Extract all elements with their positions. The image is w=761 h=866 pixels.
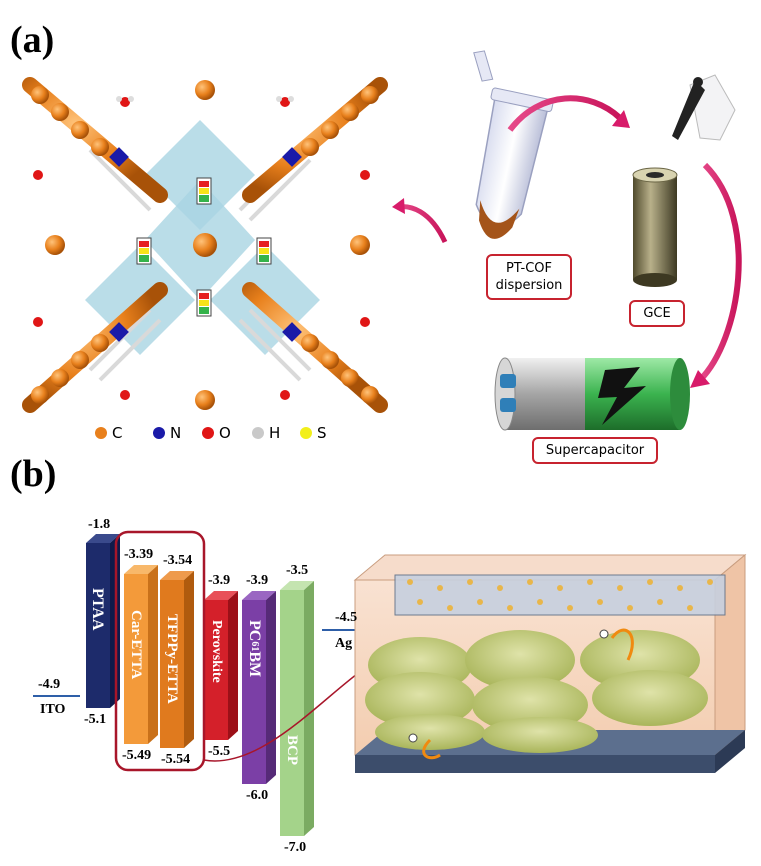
perovskite-label: Perovskite [209, 620, 224, 683]
panel-b-graphic [33, 530, 747, 836]
tube-graphic [473, 50, 554, 239]
bar-tfppy-etta [160, 571, 194, 748]
ito-label: ITO [40, 702, 66, 717]
tfppy-etta-label: TFPPy-ETTA [164, 614, 180, 704]
legend-label-c: C [112, 424, 123, 442]
legend-dot-s [300, 427, 312, 439]
supercapacitor-graphic [494, 357, 690, 431]
pc61bm-top-value: -3.9 [246, 573, 269, 588]
bcp-label: BCP [284, 735, 300, 765]
arrow-gce-to-supercap [697, 162, 742, 383]
car-etta-top-value: -3.39 [124, 547, 154, 562]
legend-dot-h [252, 427, 264, 439]
gce-label: GCE [629, 300, 685, 327]
car-etta-bottom-value: -5.49 [122, 748, 152, 763]
panel-a-label: (a) [10, 19, 55, 61]
legend-dot-c [95, 427, 107, 439]
ptaa-label: PTAA [89, 588, 106, 631]
legend-label-s: S [317, 424, 327, 442]
ptaa-bottom-value: -5.1 [84, 712, 107, 727]
pipette-hand-graphic [672, 74, 736, 141]
cof-framework-graphic [22, 67, 388, 418]
legend-label-o: O [219, 424, 231, 442]
tfppy-etta-top-value: -3.54 [163, 553, 193, 568]
panel-a-graphic [22, 50, 742, 439]
bar-pc61bm [242, 591, 276, 784]
bar-car-etta [124, 565, 158, 744]
device-illustration [353, 553, 747, 773]
pc61bm-bottom-value: -6.0 [246, 788, 269, 803]
connector-curve [203, 667, 366, 762]
ag-label: Ag [335, 636, 353, 651]
bar-perovskite [204, 591, 238, 740]
perovskite-bottom-value: -5.5 [208, 744, 231, 759]
atom-legend [95, 427, 312, 439]
highlight-box [114, 530, 206, 772]
bcp-top-value: -3.5 [286, 563, 309, 578]
bar-ptaa [86, 534, 120, 708]
legend-dot-o [202, 427, 214, 439]
legend-dot-n [153, 427, 165, 439]
legend-label-h: H [269, 424, 281, 442]
pt-cof-dispersion-label: PT-COF dispersion [486, 254, 572, 300]
car-etta-label: Car-ETTA [128, 610, 144, 680]
pc61bm-label: PC61BM [246, 620, 263, 678]
ptaa-top-value: -1.8 [88, 517, 111, 532]
arrow-to-cof [397, 204, 448, 244]
legend-label-n: N [170, 424, 182, 442]
tfppy-etta-bottom-value: -5.54 [161, 752, 191, 767]
ag-value: -4.5 [335, 610, 358, 625]
bar-bcp [280, 581, 314, 836]
gce-electrode-graphic [632, 167, 678, 287]
bcp-bottom-value: -7.0 [284, 840, 307, 855]
perovskite-top-value: -3.9 [208, 573, 231, 588]
panel-b-label: (b) [10, 453, 57, 495]
supercapacitor-label: Supercapacitor [532, 437, 658, 464]
arrow-tube-to-gce [507, 95, 623, 132]
ito-value: -4.9 [38, 677, 61, 692]
